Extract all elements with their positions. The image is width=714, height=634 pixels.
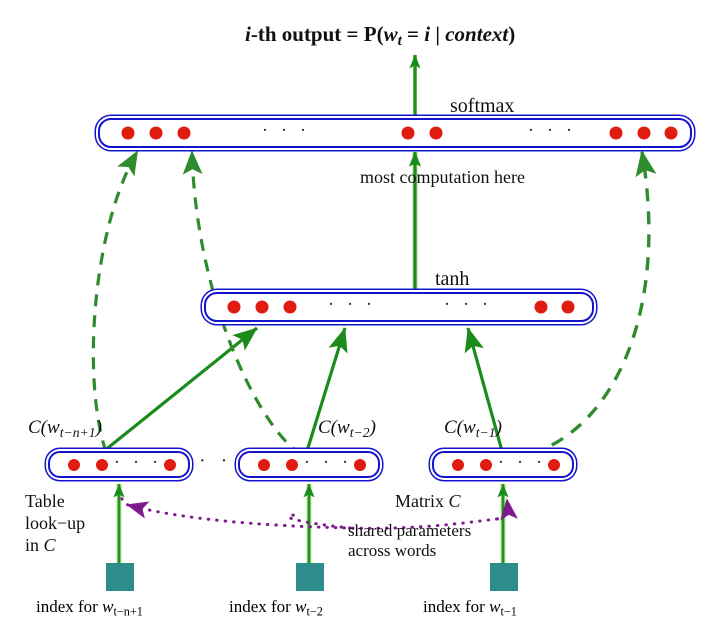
embedding-label-1: C(wt−2) [318, 417, 376, 441]
softmax-unit-target [401, 126, 415, 140]
tanh-label: tanh [435, 268, 470, 290]
embedding-label-0: C(wt−n+1) [28, 417, 102, 441]
embed1-close: ) [369, 417, 376, 438]
embed2-close: ) [495, 417, 502, 438]
embed2-w: w [463, 417, 476, 438]
embed0-subscript: t−n+1 [59, 424, 96, 440]
dashed-skip-embed0-to-softmax [91, 150, 139, 453]
matrix-label-c: C [448, 491, 461, 511]
embed2-C: C( [444, 417, 463, 438]
tanh-ellipsis-right: · · · [443, 294, 493, 316]
index2-w: w [489, 597, 501, 616]
softmax-layer: · · · · · · [98, 118, 692, 148]
index0-w: w [102, 597, 114, 616]
shared-line1: shared parameters [348, 521, 472, 540]
index1-w: w [295, 597, 307, 616]
embedding-unit [548, 458, 560, 471]
index-square-2 [490, 563, 518, 591]
embed0-C: C( [28, 417, 47, 438]
index0-prefix: index for [36, 597, 103, 616]
embedding-unit [96, 458, 108, 471]
embedding-label-2: C(wt−1) [444, 417, 502, 441]
embedding-ellipsis: · · · [113, 451, 163, 473]
embedding-ellipsis: · · · [497, 451, 547, 473]
embed0-close: ) [95, 417, 102, 438]
table-lookup-annotation: Table look−up in C [25, 491, 135, 557]
embedding-unit [68, 458, 80, 471]
index-square-1 [296, 563, 324, 591]
embed2-subscript: t−1 [475, 424, 496, 440]
index-label-0: index for wt−n+1 [36, 597, 143, 619]
formula-i-italic: i [245, 22, 251, 46]
softmax-unit [177, 126, 191, 140]
formula-w: w [383, 22, 398, 46]
formula-index-i: i [424, 22, 431, 46]
tanh-unit [534, 300, 548, 314]
table-lookup-line2: look−up [25, 512, 86, 533]
table-lookup-matrix-c: C [43, 534, 56, 555]
matrix-label-prefix: Matrix [395, 491, 449, 511]
softmax-ellipsis-left: · · · [261, 120, 311, 142]
formula-th-output: -th output = [250, 22, 364, 46]
embed0-w: w [47, 417, 60, 438]
embedding-box-2: · · · [432, 451, 574, 478]
matrix-c-annotation: Matrix C [395, 491, 461, 512]
tanh-unit [561, 300, 575, 314]
tanh-layer: · · · · · · [204, 292, 594, 322]
index-square-0 [106, 563, 134, 591]
index2-subscript: t−1 [500, 604, 517, 619]
formula-prob-open: P( [363, 22, 384, 46]
formula-given-bar: | [430, 22, 446, 46]
index1-subscript: t−2 [306, 604, 323, 619]
formula-w-subscript: t [397, 33, 402, 50]
softmax-ellipsis-right: · · · [527, 120, 577, 142]
embedding-box-0-units: · · · [50, 451, 188, 476]
index2-prefix: index for [423, 597, 490, 616]
softmax-unit [637, 126, 651, 140]
embed1-subscript: t−2 [349, 424, 370, 440]
shared-line2: across words [348, 541, 437, 561]
embedding-unit [286, 458, 298, 471]
formula-close-paren: ) [508, 22, 516, 46]
embedding-box-2-units: · · · [434, 451, 572, 476]
index-label-1: index for wt−2 [229, 597, 323, 619]
index-label-2: index for wt−1 [423, 597, 517, 619]
embed1-w: w [337, 417, 350, 438]
arrow-embed0-to-tanh [102, 326, 259, 453]
tanh-ellipsis-left: · · · [327, 294, 377, 316]
embedding-unit [164, 458, 176, 471]
formula-context: context [445, 22, 509, 46]
embedding-unit [354, 458, 366, 471]
softmax-layer-units: · · · · · · [100, 120, 690, 146]
table-lookup-line3-prefix: in [25, 534, 44, 555]
embedding-box-1-units: · · · [240, 451, 378, 476]
shared-parameters-annotation: shared parameters across words [348, 521, 538, 562]
embed1-C: C( [318, 417, 337, 438]
embedding-box-1: · · · [238, 451, 380, 478]
tanh-unit [283, 300, 297, 314]
softmax-unit [609, 126, 623, 140]
tanh-unit [227, 300, 241, 314]
most-computation-here-annotation: most computation here [360, 167, 525, 187]
embedding-unit [480, 458, 492, 471]
embedding-unit [258, 458, 270, 471]
index1-prefix: index for [229, 597, 296, 616]
softmax-unit [664, 126, 678, 140]
softmax-label: softmax [450, 95, 515, 117]
formula-equals: = [401, 22, 425, 46]
tanh-layer-units: · · · · · · [206, 294, 592, 320]
softmax-unit [149, 126, 163, 140]
table-lookup-line1: Table [25, 491, 65, 511]
softmax-unit [121, 126, 135, 140]
embedding-ellipsis: · · · [303, 451, 353, 473]
between-embeddings-ellipsis: · · · [199, 450, 254, 472]
output-formula-title: i-th output = P(wt = i | context) [245, 22, 515, 51]
tanh-unit [255, 300, 269, 314]
embedding-unit [452, 458, 464, 471]
index0-subscript: t−n+1 [113, 604, 143, 619]
softmax-unit-target [429, 126, 443, 140]
embedding-box-0: · · · [48, 451, 190, 478]
